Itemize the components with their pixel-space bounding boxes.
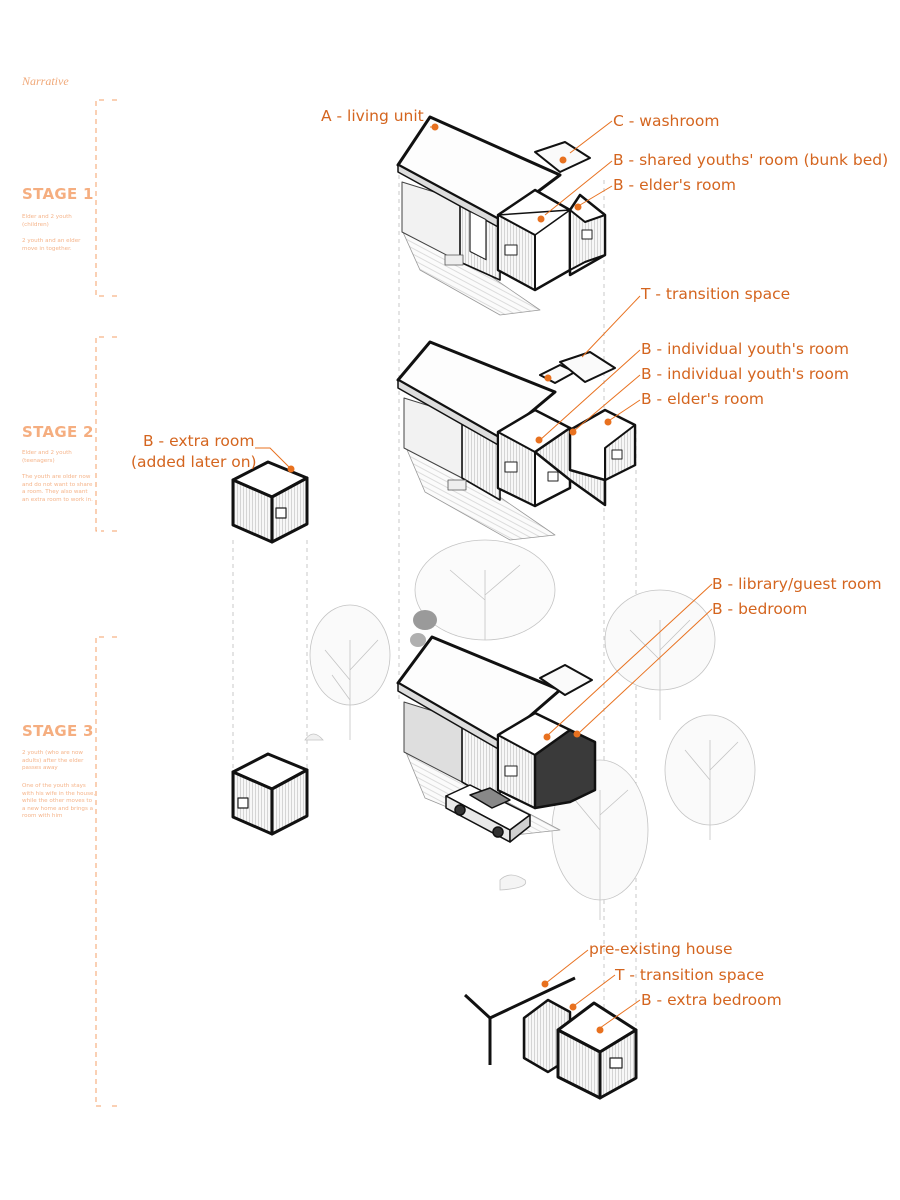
label-bedroom: B - bedroom xyxy=(712,600,808,618)
stage-1-description: 2 youth and an elder move in together. xyxy=(22,238,81,252)
stage2-washroom xyxy=(559,351,616,383)
stage-brackets xyxy=(95,99,104,1107)
stage-2-title: STAGE 2 xyxy=(22,423,94,441)
stage-3-title: STAGE 3 xyxy=(22,722,94,740)
label-individual-youth-room-1: B - individual youth's room xyxy=(641,340,849,358)
label-library-guest-room: B - library/guest room xyxy=(712,575,882,593)
stage-3-description: One of the youth stays with his wife in … xyxy=(22,783,96,819)
final-configuration xyxy=(463,976,638,1100)
label-living-unit: A - living unit xyxy=(321,107,424,125)
car xyxy=(445,784,531,843)
tree-back xyxy=(414,539,556,641)
tree-left xyxy=(309,604,391,740)
stage2-house xyxy=(396,340,637,541)
leader-lines xyxy=(255,120,713,1029)
tree-right-1 xyxy=(604,589,716,720)
label-transition-space-stage2: T - transition space xyxy=(641,285,791,303)
stage3-room-b2 xyxy=(533,728,597,810)
label-extra-room: B - extra room xyxy=(143,432,255,450)
stage3-extra-room xyxy=(231,752,309,836)
stage-2-description: The youth are older now and do not want … xyxy=(22,474,93,503)
stage-2-subtitle: Elder and 2 youth (teenagers) xyxy=(22,450,72,464)
label-individual-youth-room-2: B - individual youth's room xyxy=(641,365,849,383)
stage2-extra-room xyxy=(231,460,309,544)
label-shared-youths-room: B - shared youths' room (bunk bed) xyxy=(613,151,889,169)
label-elder-room-stage2: B - elder's room xyxy=(641,390,765,408)
stage-3-subtitle: 2 youth (who are now adults) after the e… xyxy=(22,750,84,771)
stage-1-subtitle: Elder and 2 youth (children) xyxy=(22,214,72,228)
label-washroom: C - washroom xyxy=(613,112,720,130)
trees xyxy=(304,539,756,920)
tree-right-2 xyxy=(664,714,756,840)
label-transition-space-final: T - transition space xyxy=(615,966,765,984)
label-extra-room-note: (added later on) xyxy=(131,453,257,471)
stage1-house xyxy=(396,115,607,316)
label-extra-bedroom: B - extra bedroom xyxy=(641,991,782,1009)
marker-dots xyxy=(287,123,612,1034)
label-elder-room-stage1: B - elder's room xyxy=(613,176,737,194)
label-pre-existing-house: pre-existing house xyxy=(589,940,733,958)
narrative-heading: Narrative xyxy=(22,74,69,88)
stage3-washroom xyxy=(539,664,593,696)
stage-1-title: STAGE 1 xyxy=(22,185,94,203)
